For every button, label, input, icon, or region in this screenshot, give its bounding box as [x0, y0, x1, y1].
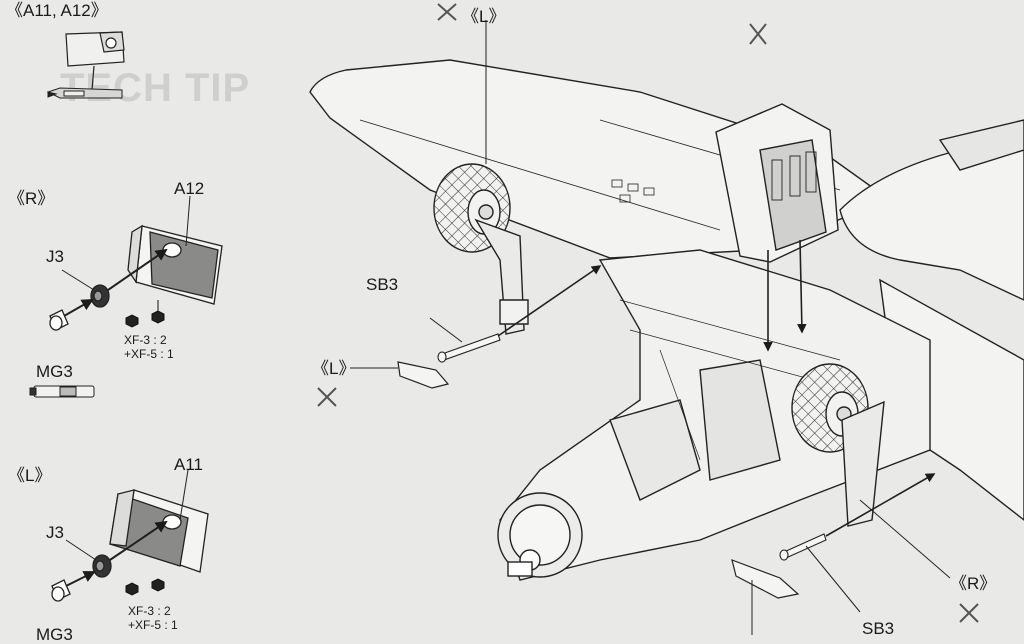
small-door-right: [731, 559, 800, 635]
step-r-paint-line2: +XF-5 : 1: [124, 347, 174, 361]
do-not-glue-icon: [317, 3, 979, 623]
step-r-illustration: [49, 195, 223, 331]
step-l-part-a: A11: [174, 455, 203, 474]
gear-left-label: 《L》: [462, 7, 506, 26]
paint-icon: [125, 300, 165, 328]
landing-gear-left: [433, 20, 529, 335]
door-left-label: 《L》: [312, 359, 356, 378]
step-l-illustration: [51, 469, 209, 602]
step-r-part-mg: MG3: [36, 362, 73, 381]
paint-tube-icon: [29, 385, 95, 398]
step-r-paint-line1: XF-3 : 2: [124, 333, 167, 347]
paint-icon-l: [125, 578, 165, 596]
step-r-part-a: A12: [174, 179, 205, 198]
engine-assembly: [497, 249, 931, 581]
gear-door-panel: [715, 103, 839, 352]
part-a11-a12-illustration: [65, 31, 125, 91]
step-r-side-label: 《R》: [8, 189, 55, 208]
step-l-paint-line2: +XF-5 : 1: [128, 618, 178, 632]
step-r-part-j: J3: [46, 247, 64, 266]
gear-right-label: 《R》: [950, 574, 997, 593]
landing-gear-right: [791, 363, 951, 579]
screw-sb3-right: [779, 473, 936, 613]
step-l-side-label: 《L》: [8, 466, 52, 485]
step-l-paint-line1: XF-3 : 2: [128, 604, 171, 618]
small-door-left: [350, 361, 450, 389]
step-l-part-j: J3: [46, 523, 64, 542]
screw-right-label: SB3: [862, 619, 895, 638]
background-ghost-text: TECH TIP: [60, 66, 251, 110]
parts-a11-a12-label: 《A11, A12》: [6, 1, 108, 20]
screw-left-label: SB3: [366, 275, 399, 294]
screw-sb3-left: [429, 265, 602, 363]
cutter-icon: [46, 87, 123, 99]
